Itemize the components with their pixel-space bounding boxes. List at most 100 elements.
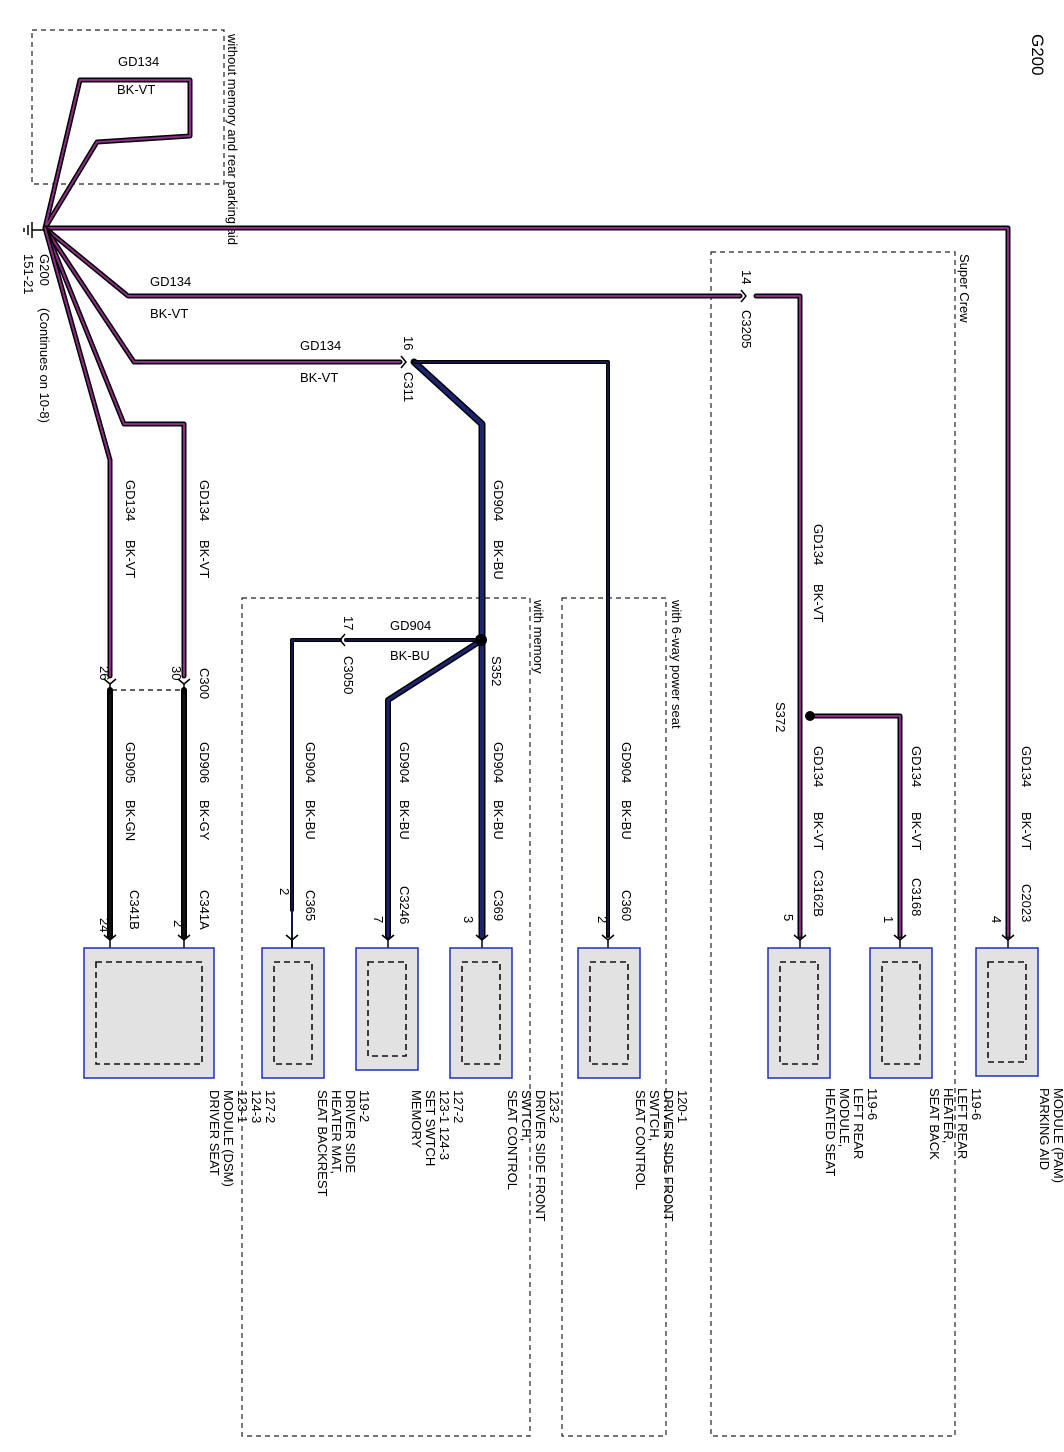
wire-gd904-c365 bbox=[290, 638, 342, 912]
component-pam-label: PARKING AID MODULE (PAM) 131-1 bbox=[1037, 1088, 1064, 1187]
connector-c369-pin: 3 bbox=[461, 916, 476, 923]
connector-c2023-label: C2023 bbox=[1019, 884, 1034, 922]
component-heated-seat-box bbox=[767, 947, 831, 1079]
wl-bkbu-c3246: BK-BU bbox=[397, 800, 412, 840]
wl-gd905: GD905 bbox=[123, 742, 138, 783]
connector-c3205-icon bbox=[740, 289, 747, 303]
component-seat-ctrl-mem-label: SEAT CONTROL SWTCH, DRIVER SIDE FRONT 12… bbox=[505, 1090, 562, 1225]
wire-gd134-c3205 bbox=[42, 225, 743, 299]
wl-gd134-c3168: GD134 bbox=[909, 746, 924, 787]
connector-c369-label: C369 bbox=[491, 890, 506, 921]
wl-gd904-c360: GD904 bbox=[619, 742, 634, 783]
connector-c311-pin: 16 bbox=[401, 336, 416, 350]
vertical-wire-labels: GD134BK-VTGD134BK-VTGD906BK-GYGD905BK-GN… bbox=[123, 480, 1034, 850]
component-dsm-label: DRIVER SEAT MODULE (DSM) 123-1 124-3 127… bbox=[207, 1090, 278, 1190]
connector-c311-icon bbox=[400, 355, 407, 369]
connector-c3205-label: C3205 bbox=[739, 310, 754, 348]
wires bbox=[42, 77, 1011, 963]
connector-c341a-pin: 2 bbox=[171, 920, 186, 927]
ground-id: G200 bbox=[37, 254, 52, 286]
wl-gd134-s372: GD134 bbox=[811, 524, 826, 565]
region-super-crew-label: Super Crew bbox=[957, 254, 972, 323]
connector-c3205-pin: 14 bbox=[739, 270, 754, 284]
ground-ref: 151-21 bbox=[21, 254, 36, 294]
wl-bkvt-c2023: BK-VT bbox=[1019, 812, 1034, 850]
ground-symbol-icon bbox=[23, 222, 45, 238]
wl-bkvt-s372: BK-VT bbox=[811, 584, 826, 622]
ground-header: G200 bbox=[1028, 34, 1047, 76]
wl-bkbu-c360: BK-BU bbox=[619, 800, 634, 840]
wire-gd134-c311 bbox=[42, 225, 403, 365]
components bbox=[83, 947, 1039, 1079]
wl-bkbu-c365: BK-BU bbox=[303, 800, 318, 840]
region-super-crew bbox=[710, 251, 956, 1437]
wl-bkvt-c3168: BK-VT bbox=[909, 812, 924, 850]
wl-gd904-c3246: GD904 bbox=[397, 742, 412, 783]
wire-label-gd134-c311: GD134 bbox=[300, 338, 341, 353]
region-without-memory bbox=[31, 29, 225, 185]
connector-c341a-label: C341A bbox=[197, 890, 212, 930]
wire-gd134-loop bbox=[42, 77, 193, 231]
splice-s352-label: S352 bbox=[489, 656, 504, 686]
connector-c360-label: C360 bbox=[619, 890, 634, 921]
wl-bkvt-c3162b: BK-VT bbox=[811, 812, 826, 850]
wl-bkbu-c369: BK-BU bbox=[491, 800, 506, 840]
wl-gd134-c2023: GD134 bbox=[1019, 746, 1034, 787]
component-seat-ctrl-6way-label: SEAT CONTROL SWTCH, DRIVER SIDE FRONT 12… bbox=[633, 1090, 690, 1225]
connector-c3162b-pin: 5 bbox=[781, 914, 796, 921]
wire-label-bkvt-c3205: BK-VT bbox=[150, 306, 188, 321]
connector-c3168-label: C3168 bbox=[909, 878, 924, 916]
splice-s372-label: S372 bbox=[773, 702, 788, 732]
connector-c3162b-label: C3162B bbox=[811, 870, 826, 917]
connector-c3050-label: C3050 bbox=[341, 656, 356, 694]
connector-c3050-icon bbox=[339, 633, 346, 647]
connectors bbox=[103, 289, 1015, 950]
component-seat-back-heater-box bbox=[869, 947, 933, 1079]
ground-note: (Continues on 10-8) bbox=[37, 308, 52, 423]
component-memory-label: MEMORY SET SWTCH 123-1 124-3 127-2 bbox=[409, 1090, 466, 1170]
connector-c360-pin: 2 bbox=[595, 916, 610, 923]
wl-gd134-c300b: GD134 bbox=[123, 480, 138, 521]
wl-bkgn: BK-GN bbox=[123, 800, 138, 841]
wire-gd134-c300-30 bbox=[42, 225, 187, 679]
region-with-6way bbox=[561, 597, 667, 1437]
wire-label-gd904-c3050: GD904 bbox=[390, 618, 431, 633]
connector-c2023-pin: 4 bbox=[989, 916, 1004, 923]
connector-c300-label: C300 bbox=[197, 668, 212, 699]
connector-c300-pin-a: 30 bbox=[169, 666, 184, 680]
wire-label-bkvt-c311: BK-VT bbox=[300, 370, 338, 385]
connector-c300-pin-b: 26 bbox=[97, 666, 112, 680]
wire-gd134-c300-26 bbox=[42, 225, 113, 679]
splice-s352 bbox=[475, 634, 487, 646]
component-seat-ctrl-mem-box bbox=[449, 947, 513, 1079]
component-backrest-box bbox=[261, 947, 325, 1079]
wire-gd134-s372-branch bbox=[807, 713, 903, 939]
connector-c3246-label: C3246 bbox=[397, 886, 412, 924]
wire-gd134-c3205-out bbox=[753, 293, 803, 939]
wl-bkvt-c300a: BK-VT bbox=[197, 540, 212, 578]
splice-s372 bbox=[805, 711, 815, 721]
component-seat-ctrl-6way-box bbox=[577, 947, 641, 1079]
connector-c3050-pin: 17 bbox=[341, 616, 356, 630]
wl-gd134-c3162b: GD134 bbox=[811, 746, 826, 787]
region-with-memory-label: with memory bbox=[531, 599, 546, 674]
connector-c3246-pin: 7 bbox=[371, 916, 386, 923]
component-heated-seat-label: HEATED SEAT MODULE, LEFT REAR 119-6 bbox=[823, 1088, 880, 1180]
wire-label-gd134-top: GD134 bbox=[118, 54, 159, 69]
wl-gd906: GD906 bbox=[197, 742, 212, 783]
component-backrest-label: SEAT BACKREST HEATER MAT, DRIVER SIDE 11… bbox=[315, 1090, 372, 1200]
wl-bkgy: BK-GY bbox=[197, 800, 212, 841]
region-without-memory-label: without memory and rear parking aid bbox=[225, 33, 240, 245]
wire-label-gd134-c3205: GD134 bbox=[150, 274, 191, 289]
wire-gd904-c3246 bbox=[385, 637, 485, 939]
connector-c311-label: C311 bbox=[401, 372, 416, 402]
wire-label-bkbu-c3050: BK-BU bbox=[390, 648, 430, 663]
connector-c3168-pin: 1 bbox=[881, 916, 896, 923]
wire-label-bkvt-top: BK-VT bbox=[117, 82, 155, 97]
wl-bkbu-main: BK-BU bbox=[491, 540, 506, 580]
component-seat-back-heater-label: SEAT BACK HEATER, LEFT REAR 119-6 bbox=[927, 1088, 984, 1163]
wl-gd904-c365: GD904 bbox=[303, 742, 318, 783]
wire-gd904-6way bbox=[412, 360, 610, 938]
connector-c365-pin: 2 bbox=[277, 888, 292, 895]
